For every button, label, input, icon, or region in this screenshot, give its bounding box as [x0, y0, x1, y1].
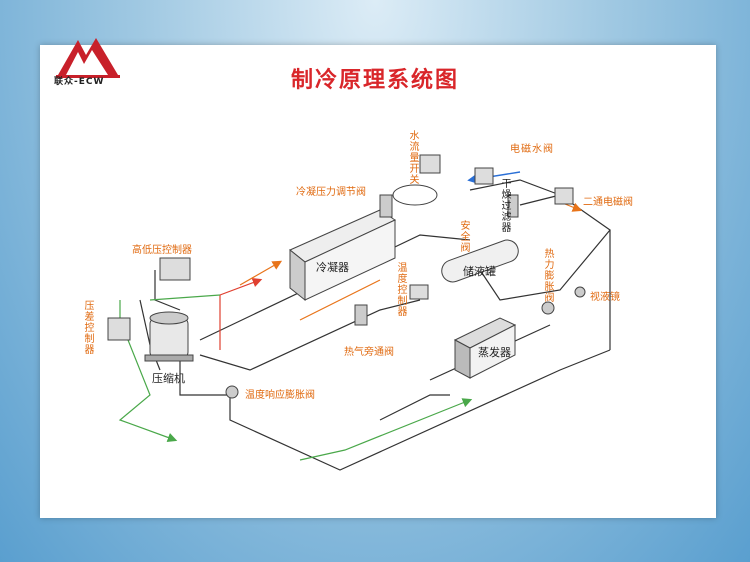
sight-glass-label: 视液镜 [590, 292, 620, 303]
condenser-box [289, 209, 397, 302]
logo-icon [56, 38, 120, 78]
bypass-valve-body [354, 304, 368, 326]
flow-arrow-red [219, 278, 263, 350]
hl-pressure-box [159, 257, 191, 281]
diff-pressure-ctrl-label: 压差控制器 [82, 300, 93, 355]
temp-ctrl-label: 温度控制器 [395, 262, 406, 317]
exp-valve-body [225, 385, 239, 399]
temp-resp-exp-valve-label: 温度响应膨胀阀 [245, 390, 315, 401]
water-solenoid-label: 电磁水阀 [510, 144, 554, 155]
hot-gas-bypass-label: 热气旁通阀 [344, 347, 394, 358]
two-way-solenoid-label: 二通电磁阀 [583, 197, 633, 208]
water-flow-switch-label: 水流量开关 [407, 130, 418, 185]
flow-coil [392, 184, 438, 206]
compressor-label: 压缩机 [152, 372, 185, 385]
flow-arrow-orange [239, 260, 283, 286]
compressor-unit [144, 311, 194, 362]
safety-valve-label: 安全阀 [458, 220, 469, 253]
thermal-valve-body [541, 301, 555, 315]
cond-pressure-valve-label: 冷凝压力调节阀 [296, 187, 366, 198]
flow-arrow-green-bottom [299, 398, 473, 461]
diff-pressure-box [107, 317, 131, 341]
two-way-solenoid-box [554, 187, 574, 205]
hl-pressure-ctrl-label: 高低压控制器 [132, 245, 192, 256]
sight-glass-body [574, 286, 586, 298]
flow-arrow-green-left [118, 300, 178, 443]
page-title: 制冷原理系统图 [290, 68, 459, 93]
thermal-exp-valve-label: 热力膨胀阀 [542, 248, 553, 303]
receiver-label: 储液罐 [463, 265, 496, 278]
dryer-body [507, 194, 519, 218]
evaporator-label: 蒸发器 [478, 346, 511, 359]
condenser-label: 冷凝器 [316, 261, 349, 274]
flow-line-orange [299, 279, 381, 321]
evaporator-box [453, 317, 517, 379]
water-solenoid-box [474, 167, 494, 185]
receiver-tank [441, 239, 519, 283]
dryer-label: 干燥过滤器 [499, 178, 510, 233]
logo-text: 联众-ECW [54, 77, 105, 87]
temp-ctrl-box [409, 284, 429, 300]
flow-line-green [149, 294, 221, 301]
flow-switch-box [419, 154, 441, 174]
cond-valve-body [379, 194, 393, 218]
